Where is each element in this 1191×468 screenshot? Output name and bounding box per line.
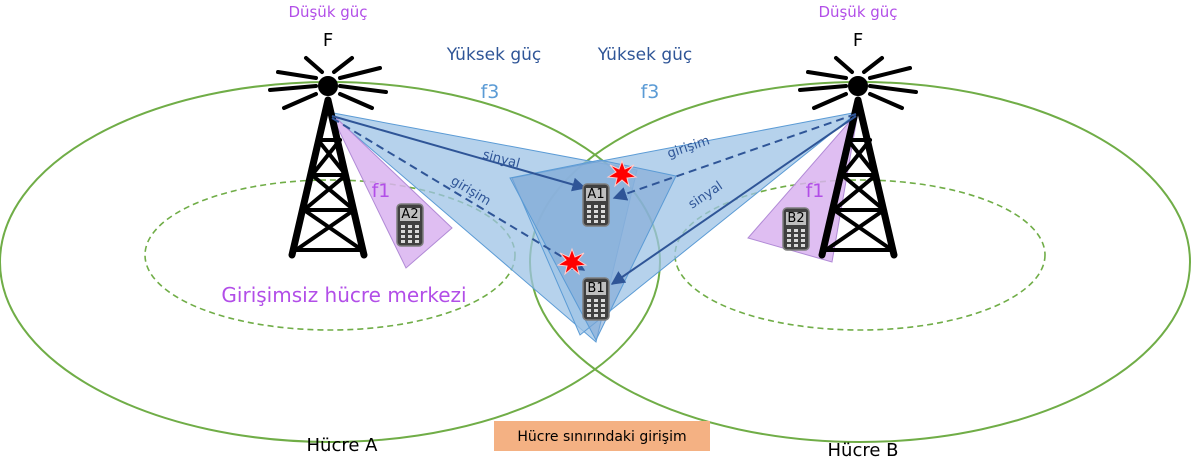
cell-a-label: Hücre A	[307, 435, 379, 456]
f-label-left: F	[323, 30, 333, 51]
f-label-right: F	[853, 30, 863, 51]
center-zone-label: Girişimsiz hücre merkezi	[221, 283, 466, 307]
phone-b2-label: B2	[787, 211, 804, 226]
f3-label-right: f3	[641, 81, 660, 103]
phone-b1-label: B1	[587, 281, 604, 296]
signal-arrow-a	[331, 115, 587, 192]
f1-label-left: f1	[372, 180, 391, 202]
phone-b1: B1	[582, 277, 610, 321]
f1-label-right: f1	[806, 180, 825, 202]
tower-b	[798, 56, 918, 259]
boundary-interference-box	[494, 421, 710, 451]
interference-arrow-a	[331, 117, 586, 271]
phone-a2-label: A2	[401, 207, 418, 222]
phone-b2: B2	[782, 207, 810, 251]
tower-a	[268, 56, 388, 259]
signal-arrow-b	[610, 115, 857, 285]
high-power-label-left: Yüksek güç	[446, 45, 542, 65]
boundary-interference-label: Hücre sınırındaki girişim	[517, 429, 686, 445]
low-power-label-right: Düşük güç	[818, 3, 897, 21]
interference-arrow-b	[612, 113, 857, 201]
phone-a1: A1	[582, 183, 610, 227]
f3-label-left: f3	[481, 81, 500, 103]
cell-b-center-zone	[674, 179, 1046, 331]
beam-overlap	[509, 159, 677, 342]
phone-a2: A2	[396, 203, 424, 247]
phone-a1-label: A1	[587, 187, 604, 202]
cell-b-label: Hücre B	[828, 440, 899, 461]
low-power-label-left: Düşük güç	[288, 3, 367, 21]
high-power-label-right: Yüksek güç	[597, 45, 693, 65]
